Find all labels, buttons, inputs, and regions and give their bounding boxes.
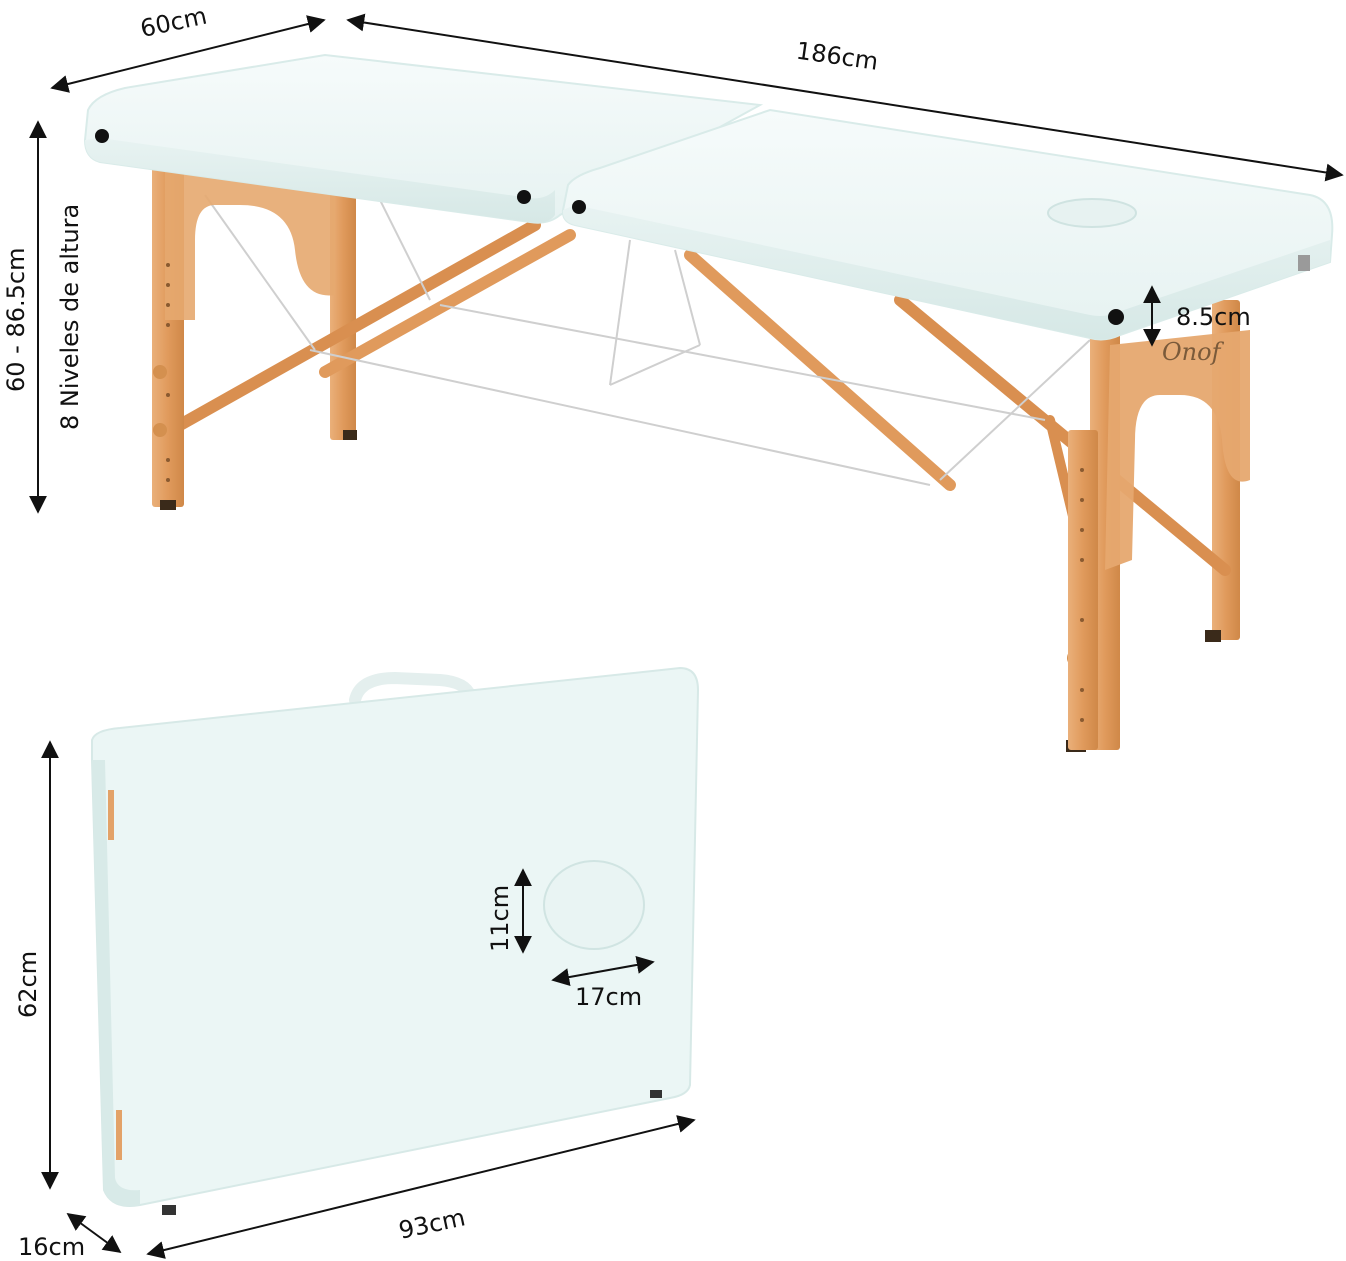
folded-depth-label: 16cm — [18, 1233, 85, 1261]
face-hole-height-label: 11cm — [486, 885, 514, 952]
pad-bumper — [572, 200, 586, 214]
pad-bumper — [1108, 309, 1124, 325]
folded-depth-arrow — [66, 1212, 122, 1254]
dimension-arrows-open — [29, 13, 1344, 514]
width-arrow — [50, 15, 326, 93]
front-right-leg: Onof — [1066, 330, 1250, 752]
folded-massage-table — [91, 666, 700, 1215]
support-cables — [204, 194, 1091, 486]
height-range-label: 60 - 86.5cm — [2, 248, 30, 392]
folded-height-label: 62cm — [14, 951, 42, 1018]
width-label: 60cm — [138, 2, 209, 43]
height-levels-label: 8 Niveles de altura — [56, 204, 84, 430]
folded-length-arrow — [146, 1115, 696, 1259]
thickness-label: 8.5cm — [1176, 303, 1251, 331]
face-hole-folded — [543, 860, 645, 950]
dimension-arrows-folded — [41, 740, 696, 1259]
open-massage-table: Onof — [83, 53, 1334, 752]
face-hole-width-arrow — [551, 956, 655, 986]
carry-handle — [349, 671, 476, 706]
pad-bumper — [517, 190, 531, 204]
length-arrow — [346, 13, 1344, 182]
pad-bumper — [95, 129, 109, 143]
front-left-leg — [152, 165, 335, 510]
length-label: 186cm — [794, 37, 879, 76]
face-hole — [1047, 198, 1137, 228]
face-hole-width-label: 17cm — [575, 983, 642, 1011]
folded-length-label: 93cm — [396, 1203, 467, 1244]
brand-logo: Onof — [1162, 338, 1225, 366]
